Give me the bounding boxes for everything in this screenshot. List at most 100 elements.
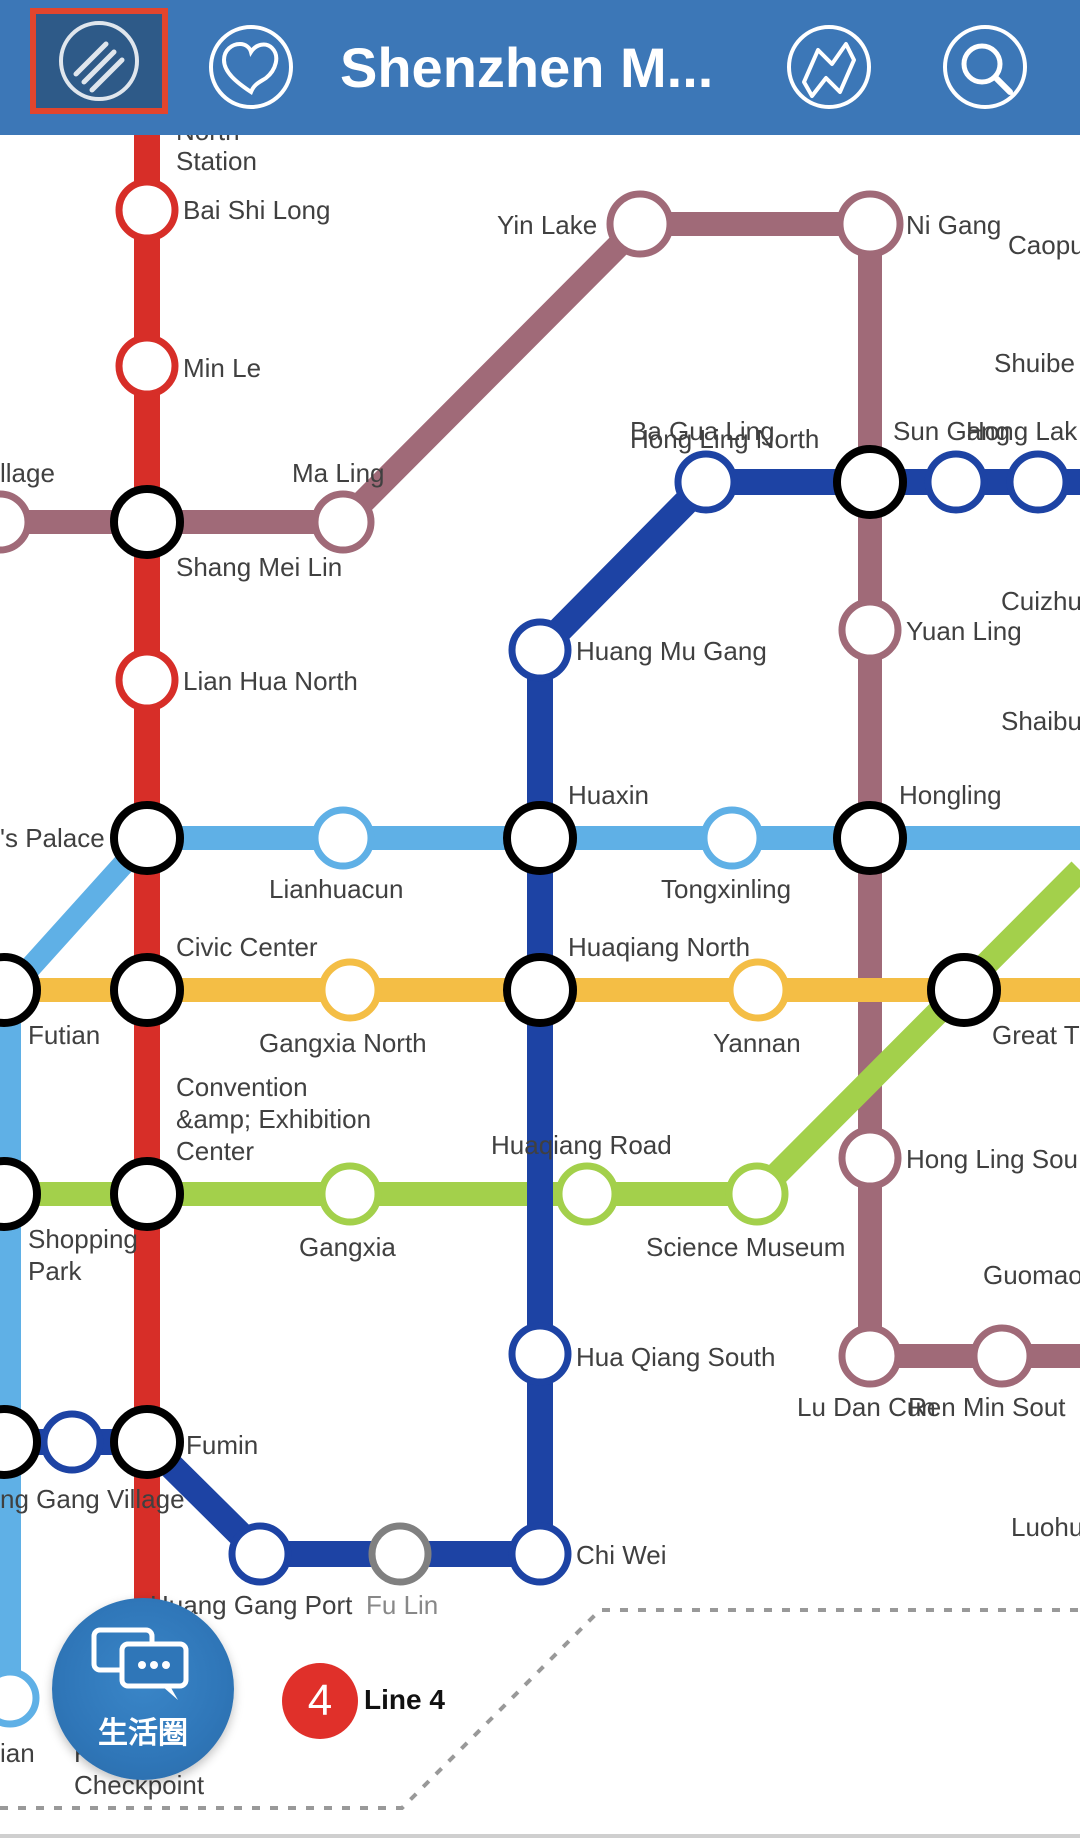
label-gangxia-north: Gangxia North xyxy=(259,1028,427,1058)
label-tian: ian xyxy=(0,1738,35,1768)
station-shopping-park[interactable] xyxy=(0,1157,41,1231)
label-huaxin: Huaxin xyxy=(568,780,649,810)
station-convention[interactable] xyxy=(110,1157,184,1231)
search-icon xyxy=(940,22,1030,112)
station-labels: North Station Bai Shi Long Min Le Shang … xyxy=(0,116,1080,1800)
label-tongxinling: Tongxinling xyxy=(661,874,791,904)
station-lu-dan-cun[interactable] xyxy=(838,1324,902,1388)
label-chi-wei: Chi Wei xyxy=(576,1540,667,1570)
station-ni-gang[interactable] xyxy=(836,190,904,258)
boundary-dotted xyxy=(0,1608,1080,1810)
station-sun-gang[interactable] xyxy=(833,445,907,519)
label-caopu: Caopu xyxy=(1008,230,1080,260)
life-circle-button[interactable]: 生活圈 xyxy=(52,1598,234,1780)
label-village-left: llage xyxy=(0,458,55,488)
station-civic-center[interactable] xyxy=(110,953,184,1027)
station-hua-qiang-south[interactable] xyxy=(508,1322,572,1386)
station-chi-wei[interactable] xyxy=(508,1522,572,1586)
station-palace[interactable] xyxy=(110,801,184,875)
station-hong-ling-north[interactable] xyxy=(674,450,738,514)
map-button[interactable] xyxy=(772,10,886,124)
label-guomao: Guomao xyxy=(983,1260,1080,1290)
label-gang-village: ng Gang Village xyxy=(0,1484,185,1514)
label-bai-shi-long: Bai Shi Long xyxy=(183,195,330,225)
station-yannan[interactable] xyxy=(726,958,790,1022)
line-mauve-track xyxy=(0,212,1080,1368)
label-shang-mei-lin: Shang Mei Lin xyxy=(176,552,342,582)
station-huaqiang-road[interactable] xyxy=(555,1162,619,1226)
label-fu-lin: Fu Lin xyxy=(366,1590,438,1620)
label-min-le: Min Le xyxy=(183,353,261,383)
label-lian-hua-north: Lian Hua North xyxy=(183,666,358,696)
search-button[interactable] xyxy=(928,10,1042,124)
page-title: Shenzhen M... xyxy=(340,36,714,99)
label-cuizhu: Cuizhu xyxy=(1001,586,1080,616)
label-ren-min-south: Ren Min Sout xyxy=(908,1392,1066,1422)
favorites-button[interactable] xyxy=(194,10,308,124)
life-circle-label: 生活圈 xyxy=(98,1716,188,1751)
label-palace: 's Palace xyxy=(0,823,105,853)
label-convention-1: Convention xyxy=(176,1072,308,1102)
line-label: Line 4 xyxy=(364,1684,445,1715)
label-fumin: Fumin xyxy=(186,1430,258,1460)
chat-bubbles-icon xyxy=(88,1624,198,1713)
label-hong-ling-south: Hong Ling Sou xyxy=(906,1144,1078,1174)
label-lu-dan-cun: Lu Dan Cun xyxy=(797,1392,936,1422)
menu-button[interactable] xyxy=(30,8,168,114)
heart-icon xyxy=(206,22,296,112)
station-futian[interactable] xyxy=(0,953,41,1027)
menu-icon xyxy=(54,16,144,106)
station-gang-village[interactable] xyxy=(40,1410,104,1474)
station-min-le[interactable] xyxy=(115,334,179,398)
station-lianhuacun[interactable] xyxy=(311,806,375,870)
station-ren-min-south[interactable] xyxy=(970,1324,1034,1388)
station-yuan-ling[interactable] xyxy=(838,598,902,662)
label-shaibu: Shaibu xyxy=(1001,706,1080,736)
station-ma-ling[interactable] xyxy=(311,490,375,554)
bottom-divider xyxy=(0,1834,1080,1838)
label-huang-mu-gang: Huang Mu Gang xyxy=(576,636,767,666)
app-header: Shenzhen M... xyxy=(0,0,1080,135)
label-sun-gang: Sun Gang xyxy=(893,416,1010,446)
station-tian[interactable] xyxy=(0,1668,40,1728)
label-ma-ling: Ma Ling xyxy=(292,458,385,488)
station-gang-village-left[interactable] xyxy=(0,1405,41,1479)
label-hong-ling-north: Hong Ling North xyxy=(630,424,819,454)
label-great-t: Great T xyxy=(992,1020,1080,1050)
label-convention-2: &amp; Exhibition xyxy=(176,1104,371,1134)
stations-regular xyxy=(0,178,1070,1728)
station-huang-mu-gang[interactable] xyxy=(508,618,572,682)
station-hong-ling-south[interactable] xyxy=(838,1126,902,1190)
station-sun-gang-1[interactable] xyxy=(924,450,988,514)
label-huaqiang-north: Huaqiang North xyxy=(568,932,750,962)
map-icon xyxy=(784,22,874,112)
label-north-station-2: Station xyxy=(176,146,257,176)
station-huaxin[interactable] xyxy=(503,801,577,875)
station-great-t[interactable] xyxy=(927,953,1001,1027)
station-science-museum[interactable] xyxy=(725,1162,789,1226)
label-futian: Futian xyxy=(28,1020,100,1050)
label-shopping-park-1: Shopping xyxy=(28,1224,138,1254)
station-hongling[interactable] xyxy=(833,801,907,875)
station-lian-hua-north[interactable] xyxy=(115,648,179,712)
station-village-left[interactable] xyxy=(0,490,32,554)
station-yin-lake[interactable] xyxy=(606,190,674,258)
label-hua-qiang-south: Hua Qiang South xyxy=(576,1342,775,1372)
station-fumin[interactable] xyxy=(110,1405,184,1479)
station-tongxinling[interactable] xyxy=(700,806,764,870)
label-ni-gang: Ni Gang xyxy=(906,210,1001,240)
label-shopping-park-2: Park xyxy=(28,1256,82,1286)
line-number-badge[interactable]: 4 xyxy=(282,1663,358,1739)
station-gangxia[interactable] xyxy=(318,1162,382,1226)
label-hongling: Hongling xyxy=(899,780,1002,810)
label-science-museum: Science Museum xyxy=(646,1232,845,1262)
station-huang-gang-port[interactable] xyxy=(228,1522,292,1586)
station-sun-gang-2[interactable] xyxy=(1006,450,1070,514)
label-shuibei: Shuibe xyxy=(994,348,1075,378)
station-huaqiang-north[interactable] xyxy=(503,953,577,1027)
station-fu-lin[interactable] xyxy=(368,1522,432,1586)
station-shang-mei-lin[interactable] xyxy=(110,485,184,559)
station-bai-shi-long[interactable] xyxy=(115,178,179,242)
station-gangxia-north[interactable] xyxy=(318,958,382,1022)
